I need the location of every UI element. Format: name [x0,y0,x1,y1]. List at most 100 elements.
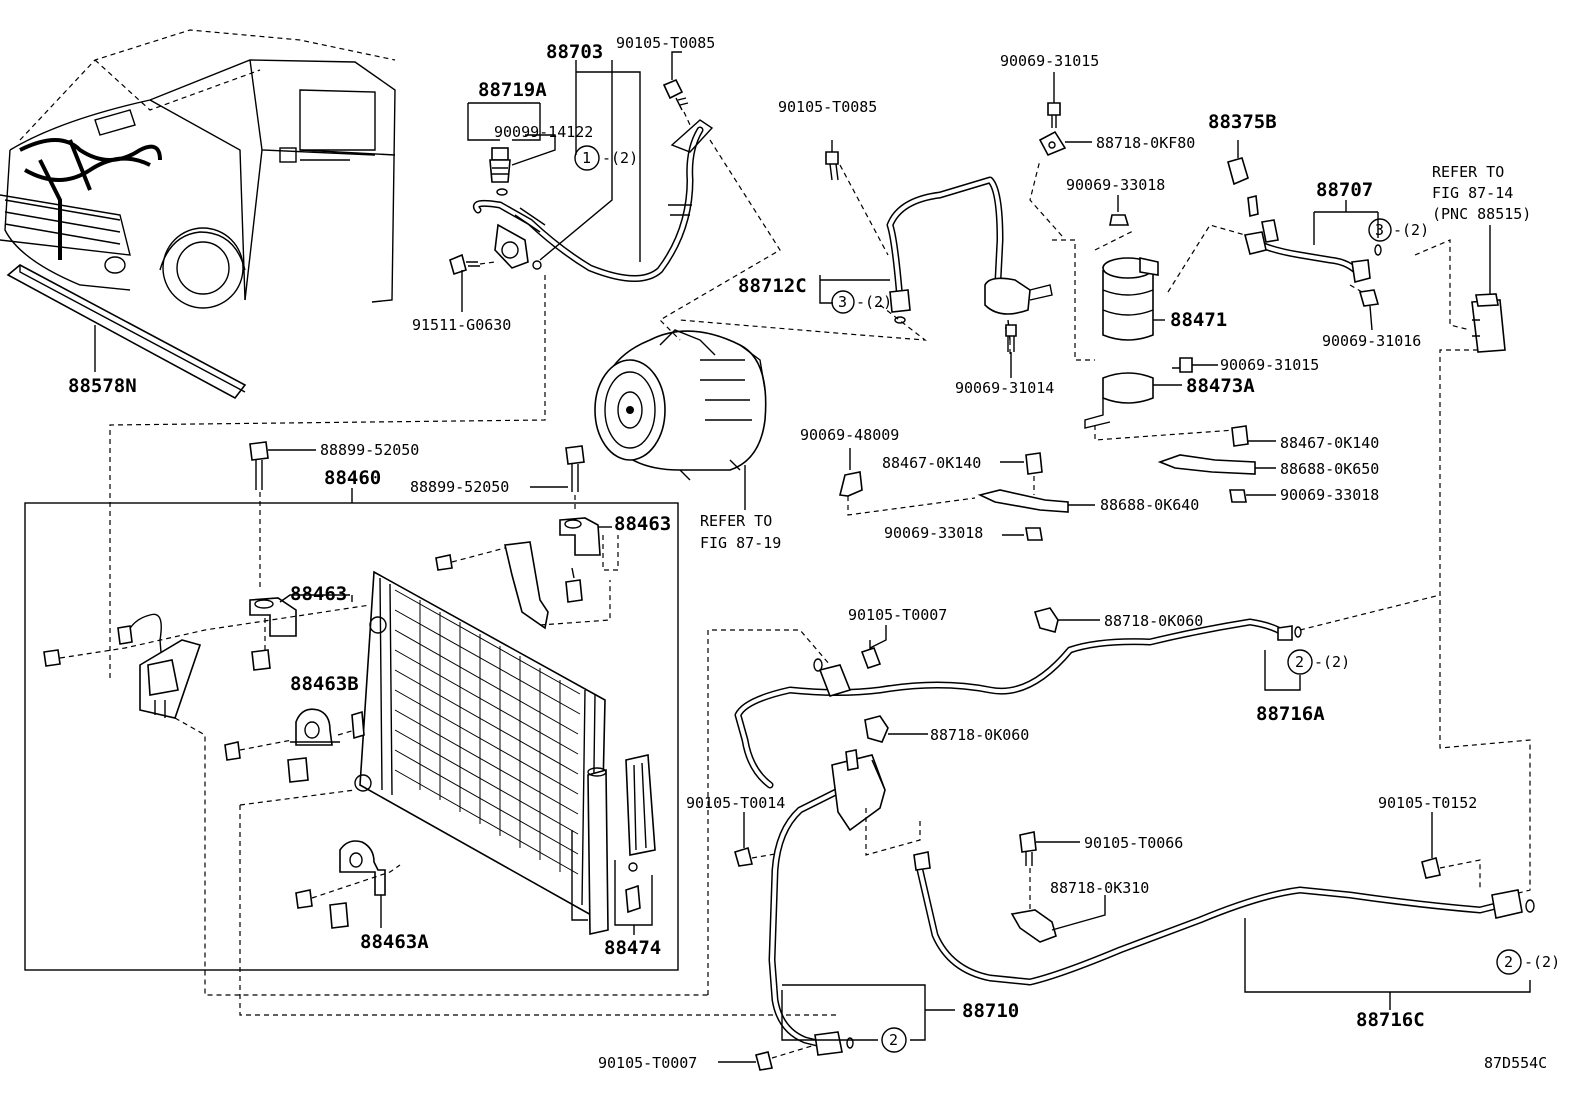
dashed-leader-lower-left [239,789,840,1016]
ref-fig-87-19-line1: REFER TO [700,512,772,530]
label-88471: 88471 [1170,309,1227,331]
bolt-90105-T0152 [1421,812,1481,890]
callout-2b-circle [1496,949,1522,975]
bolt-90105-T0066 [1019,831,1080,910]
label-88463-a: 88463 [614,513,671,535]
bolt-90069-31015-lower [1172,357,1218,373]
label-88718-0K310: 88718-0K310 [1050,879,1149,897]
callout-3a-quantity: -(2) [856,293,892,311]
bracket-88463-top [559,517,619,571]
condenser-tank [571,767,609,935]
label-88712C: 88712C [738,275,807,297]
label-90069-31014: 90069-31014 [955,379,1054,397]
bolt-88899-52050-left [249,441,316,590]
callout-3b-quantity: -(2) [1393,221,1429,239]
bolt-90105-T0085-mid [825,140,839,181]
label-88716A: 88716A [1256,703,1325,725]
label-90069-31015-b: 90069-31015 [1220,356,1319,374]
callout-2a-quantity: -(2) [1314,653,1350,671]
callout-2a-circle [1287,649,1313,675]
label-88467-0K140-a: 88467-0K140 [882,454,981,472]
bolt-90105-T0085-top [662,51,691,126]
cap-88375B [1227,140,1279,243]
label-88718-0K060-a: 88718-0K060 [1104,612,1203,630]
label-88474: 88474 [604,937,661,959]
label-90105-T0007-a: 90105-T0007 [848,606,947,624]
callout-3b-circle [1368,218,1392,242]
callout-3a-circle [831,290,855,314]
label-88707: 88707 [1316,179,1373,201]
hose-88712C [886,176,1053,355]
clamp-88718-0K060-lower [864,715,928,743]
filter-88474 [614,754,656,935]
nut-90069-33018-top [1109,195,1130,226]
bolt-90069-31015-top [1047,72,1061,128]
clamp-88718-0K310 [1010,895,1106,943]
label-88375B: 88375B [1208,111,1277,133]
diagram-code: 87D554C [1484,1054,1547,1072]
bolt-90105-T0007-upper [860,625,887,670]
callout-2a-number: 2 [1295,653,1304,671]
callout-3b-number: 3 [1375,221,1384,239]
label-88688-0K650: 88688-0K650 [1280,460,1379,478]
bolt-90069-31016 [1349,284,1380,331]
clamp-88718-0KF80 [1038,130,1092,157]
label-88688-0K640: 88688-0K640 [1100,496,1199,514]
receiver-dryer-88471 [1102,257,1165,341]
label-91511-G0630: 91511-G0630 [412,316,511,334]
strip-88578N [6,264,247,400]
label-88460: 88460 [324,467,381,489]
compressor [594,329,767,510]
callout-2c-number: 2 [889,1031,898,1049]
pipe-88716C [913,851,1535,1010]
dashed-leader-88703 [109,139,781,680]
bolt-90105-T0014 [734,812,776,867]
label-90069-31015-a: 90069-31015 [1000,52,1099,70]
bolt-90069-31014 [1005,324,1017,378]
dashed-leader-88716A [707,594,1441,995]
label-88463B: 88463B [290,673,359,695]
label-88718-0K060-b: 88718-0K060 [930,726,1029,744]
grommet-left [251,649,271,671]
label-88899-52050-a: 88899-52050 [320,441,419,459]
hose-88703 [472,119,714,282]
expansion-valve [1471,225,1506,353]
retainer-88467-0K140-left [1000,452,1043,495]
label-88467-0K140-b: 88467-0K140 [1280,434,1379,452]
callout-2b-number: 2 [1504,953,1513,971]
label-90069-33018-b: 90069-33018 [884,524,983,542]
label-90105-T0066: 90105-T0066 [1084,834,1183,852]
bracket-88688-0K640 [977,489,1095,513]
label-90099-14122: 90099-14122 [494,123,593,141]
bolt-90105-T0007-lower [718,1044,816,1071]
label-88463-b: 88463 [290,583,347,605]
callout-2b-quantity: -(2) [1524,953,1560,971]
label-90105-T0085-b: 90105-T0085 [778,98,877,116]
bracket-88712C [819,275,890,304]
label-90069-33018-a: 90069-33018 [1066,176,1165,194]
label-88703: 88703 [546,41,603,63]
switch-88719A [467,102,556,196]
bolt-91511-G0630 [449,253,496,312]
dashed-leader-88707 [1167,224,1471,331]
callout-3a-number: 3 [838,293,847,311]
label-90069-33018-c: 90069-33018 [1280,486,1379,504]
nut-90069-33018-mid [1002,527,1043,541]
ref-fig-87-14-line1: REFER TO [1432,163,1504,181]
pressure-sensor-harness [43,604,708,996]
label-90105-T0152: 90105-T0152 [1378,794,1477,812]
pipe-88716A [734,618,1302,789]
label-88578N: 88578N [68,375,137,397]
clip-90069-48009 [839,448,976,516]
ref-fig-87-14-line2: FIG 87-14 [1432,184,1513,202]
mount-brackets [435,541,611,630]
label-90069-31016: 90069-31016 [1322,332,1421,350]
callout-1-circle [574,145,600,171]
label-88710: 88710 [962,1000,1019,1022]
callout-1-quantity: -(2) [602,149,638,167]
pipe-88710 [768,749,955,1056]
pipe-88707 [1244,200,1382,284]
vehicle-sketch [0,29,396,309]
bracket-88703 [539,60,641,262]
